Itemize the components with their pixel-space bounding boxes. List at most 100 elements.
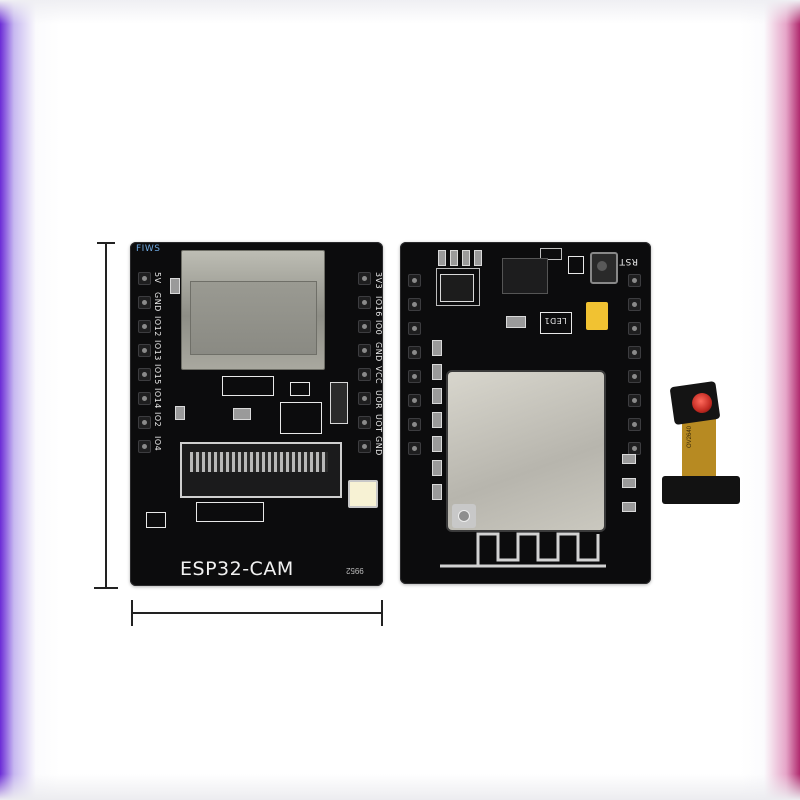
width-dimension-line: [132, 612, 382, 614]
header-pin: [628, 394, 641, 407]
smd-component: [622, 502, 636, 512]
camera-connector-stiffener: [662, 476, 740, 504]
component-outline: [540, 312, 572, 334]
smd-component: [432, 364, 442, 380]
component-outline: [196, 502, 264, 522]
smd-component: [170, 278, 180, 294]
height-dimension-line: [105, 243, 107, 588]
pin-label-gnd: GND: [374, 436, 383, 456]
height-dimension-cap-top: [97, 242, 115, 244]
smd-component: [432, 340, 442, 356]
voltage-regulator: [502, 258, 548, 294]
smd-component: [432, 436, 442, 452]
header-pin: [628, 418, 641, 431]
header-pin: [408, 298, 421, 311]
smd-component: [432, 412, 442, 428]
smd-component: [506, 316, 526, 328]
pin-label-io13: IO13: [153, 340, 162, 361]
pin-label-io15: IO15: [153, 364, 162, 385]
esp32-cam-board-bottom: FIWS 5V GND IO12 IO13 IO15 IO14 IO2 IO4 …: [130, 242, 383, 586]
header-pin: [138, 272, 151, 285]
component-outline: [222, 376, 274, 396]
psram-chip: [440, 274, 474, 302]
header-pin: [138, 392, 151, 405]
flash-led: [348, 480, 378, 508]
header-pin: [358, 296, 371, 309]
pin-label-5v: 5V: [153, 272, 162, 284]
pin-label-io2: IO2: [153, 412, 162, 428]
esp32-cam-board-top: RST LED1: [400, 242, 651, 584]
header-pin: [138, 368, 151, 381]
header-pin: [358, 440, 371, 453]
smd-component: [622, 454, 636, 464]
header-pin: [628, 274, 641, 287]
header-pin: [628, 370, 641, 383]
component-outline: [280, 402, 322, 434]
pcb-antenna: [440, 532, 606, 568]
header-pin: [358, 416, 371, 429]
header-pin: [138, 416, 151, 429]
pin-label-3v3: 3V3: [374, 272, 383, 290]
smd-component: [438, 250, 446, 266]
pin-label-uor: UOR: [374, 390, 383, 410]
camera-flex-cable: [682, 412, 716, 482]
watermark-text: FIWS: [136, 244, 161, 254]
smd-component: [450, 250, 458, 266]
ipex-antenna-connector: [452, 504, 476, 528]
header-pin: [628, 298, 641, 311]
component-outline: [540, 248, 562, 260]
pin-label-vcc: VCC: [374, 366, 383, 385]
pin-label-io16: IO16: [374, 296, 383, 317]
pin-label-io14: IO14: [153, 388, 162, 409]
component-outline: [290, 382, 310, 396]
header-pin: [408, 442, 421, 455]
pin-label-io12: IO12: [153, 316, 162, 337]
camera-housing: [669, 380, 721, 426]
ov2640-camera-module: OV2640: [662, 380, 740, 506]
header-pin: [408, 418, 421, 431]
header-pin: [408, 322, 421, 335]
pin-label-uot: UOT: [374, 414, 383, 433]
smd-component: [432, 388, 442, 404]
pin-label-io0: IO0: [374, 320, 383, 336]
smd-component: [432, 460, 442, 476]
smd-component: [432, 484, 442, 500]
smd-component: [474, 250, 482, 266]
header-pin: [408, 346, 421, 359]
camera-lens: [690, 391, 714, 415]
header-pin: [628, 346, 641, 359]
header-pin: [408, 394, 421, 407]
component-outline: [568, 256, 584, 274]
board-title: ESP32-CAM: [180, 558, 294, 580]
camera-fpc-connector: [180, 442, 342, 498]
header-pin: [358, 392, 371, 405]
camera-label: OV2640: [687, 425, 693, 448]
width-dimension-cap-left: [131, 600, 133, 626]
header-pin: [408, 370, 421, 383]
led1-label: LED1: [544, 316, 567, 325]
header-pin: [358, 368, 371, 381]
header-pin: [138, 320, 151, 333]
header-pin: [138, 296, 151, 309]
top-frame: [0, 0, 800, 24]
smd-component: [233, 408, 251, 420]
smd-component: [175, 406, 185, 420]
header-pin: [408, 274, 421, 287]
header-pin: [138, 440, 151, 453]
microsd-card-slot: [181, 250, 325, 370]
component-outline: [146, 512, 166, 528]
fpc-contacts: [190, 452, 328, 472]
ic-outline: [436, 268, 480, 306]
header-pin: [628, 322, 641, 335]
height-dimension-cap-bottom: [94, 587, 118, 589]
header-pin: [358, 272, 371, 285]
smd-component: [622, 478, 636, 488]
pin-label-gnd: GND: [374, 342, 383, 362]
rst-label: RST: [619, 256, 638, 266]
pin-label-io4: IO4: [153, 436, 162, 452]
board-code: 9952: [346, 566, 364, 575]
header-pin: [138, 344, 151, 357]
width-dimension-cap-right: [381, 600, 383, 626]
tantalum-capacitor: [586, 302, 608, 330]
header-pin: [358, 320, 371, 333]
